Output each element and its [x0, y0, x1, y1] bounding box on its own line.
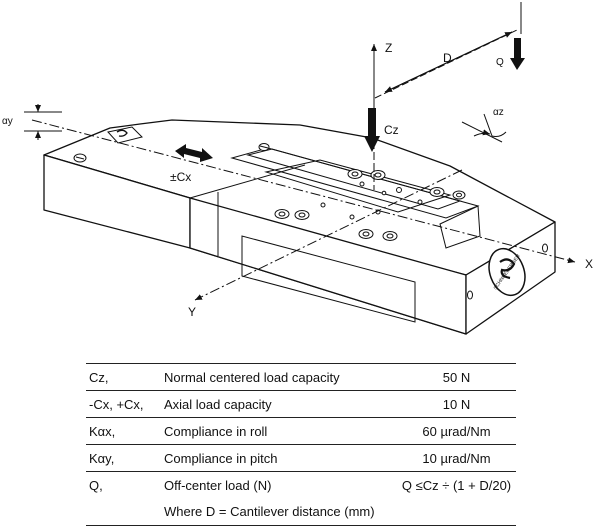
screw-holes — [73, 143, 548, 300]
row-description: Compliance in pitch — [164, 450, 278, 466]
table-row: Q, Off-center load (N) Q ≤Cz ÷ (1 + D/20… — [86, 471, 516, 499]
row-description: Normal centered load capacity — [164, 369, 340, 385]
table-row: Kαx, Compliance in roll 60 µrad/Nm — [86, 417, 516, 445]
row-symbol: Cz, — [89, 369, 109, 385]
table-row: Cz, Normal centered load capacity 50 N — [86, 363, 516, 391]
row-symbol: Kαy, — [89, 450, 115, 466]
row-description: Axial load capacity — [164, 396, 272, 412]
alpha-y-label: αy — [2, 116, 13, 127]
table-note-row: Where D = Cantilever distance (mm) — [86, 499, 516, 526]
y-axis-label: Y — [188, 305, 196, 319]
d-dimension-label: D — [443, 51, 452, 65]
table-row: Kαy, Compliance in pitch 10 µrad/Nm — [86, 444, 516, 472]
row-description: Compliance in roll — [164, 423, 268, 439]
row-value: 10 µrad/Nm — [422, 450, 491, 466]
cz-load-label: Cz — [384, 123, 399, 137]
q-load-label: Q — [496, 57, 504, 68]
row-description: Off-center load (N) — [164, 477, 272, 493]
row-value: Q ≤Cz ÷ (1 + D/20) — [401, 477, 512, 493]
specification-table: Cz, Normal centered load capacity 50 N -… — [86, 363, 516, 526]
row-value: 10 N — [442, 396, 471, 412]
row-symbol: -Cx, +Cx, — [89, 396, 144, 412]
alpha-z-label: αz — [493, 107, 504, 118]
z-axis-label: Z — [385, 41, 392, 55]
table-row: -Cx, +Cx, Axial load capacity 10 N — [86, 390, 516, 418]
row-value: 50 N — [442, 369, 471, 385]
axis-lines — [24, 2, 576, 301]
cx-load-label: ±Cx — [170, 170, 191, 184]
x-axis-label: X — [585, 257, 593, 271]
load-arrows — [175, 38, 525, 162]
row-symbol: Q, — [89, 477, 103, 493]
logo-emblem: SCHNEEBERGER — [488, 247, 526, 297]
logo-plate — [107, 126, 143, 144]
stage-body — [43, 119, 556, 335]
row-value: 60 µrad/Nm — [422, 423, 491, 439]
stage-diagram: SCHNEEBERGER Z D Q Cz α — [2, 2, 593, 335]
row-symbol: Kαx, — [89, 423, 116, 439]
table-note: Where D = Cantilever distance (mm) — [164, 504, 375, 520]
